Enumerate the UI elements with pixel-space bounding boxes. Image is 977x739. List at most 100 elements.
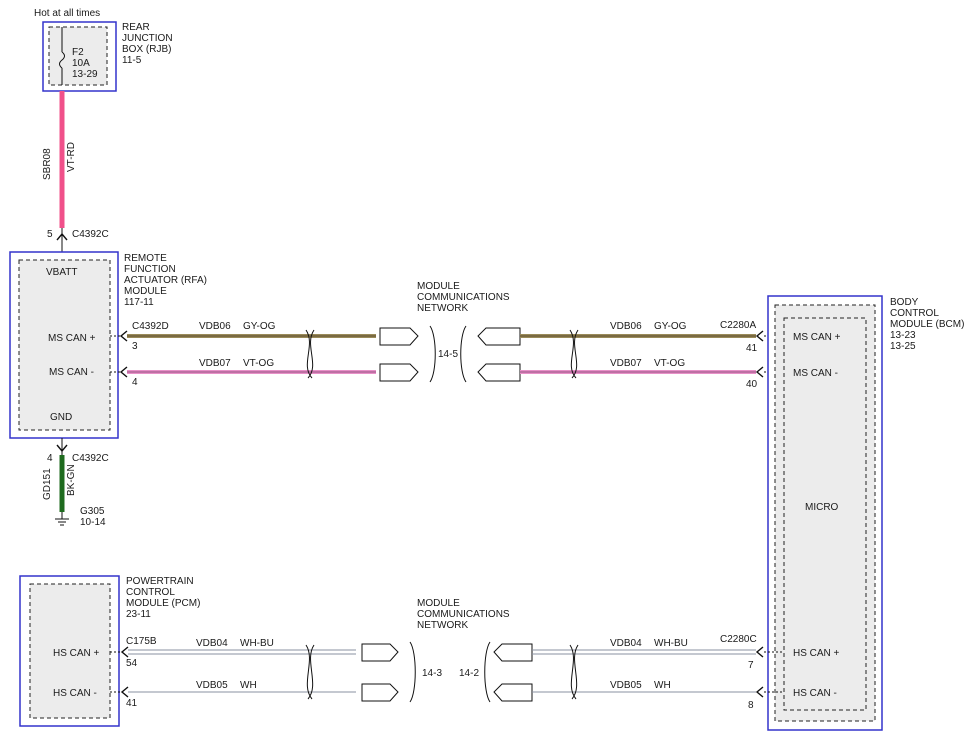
pcm-module[interactable]: [19, 575, 120, 727]
vdb07-left-circuit: VDB07: [199, 358, 231, 369]
rfa-pin-minus: 4: [132, 377, 138, 388]
vdb05-left-circuit: VDB05: [196, 680, 228, 691]
rjb-name-line3: BOX (RJB): [122, 44, 171, 55]
bcm-pin41-arrow: [755, 330, 764, 342]
bcm-ms-can-minus: MS CAN -: [793, 368, 838, 379]
c175b-connector: C175B: [126, 636, 157, 647]
gd151-circuit: GD151: [42, 468, 53, 500]
vdb07-left-color: VT-OG: [243, 358, 274, 369]
rfa-ms-can-minus: MS CAN -: [49, 367, 94, 378]
bcm-pin40-arrow: [755, 366, 764, 378]
vdb05-right-color: WH: [654, 680, 671, 691]
fuse-name: F2: [72, 47, 84, 58]
vdb07-right-circuit: VDB07: [610, 358, 642, 369]
rjb-ref: 11-5: [122, 55, 142, 66]
fuse-f2: [59, 27, 65, 85]
sbr08-circuit: SBR08: [42, 148, 53, 180]
c2280c-pin-minus: 8: [748, 700, 754, 711]
rfa-name-line4: MODULE: [124, 286, 167, 297]
network-brace-bottom-left: [409, 641, 416, 703]
twist-left-top: [305, 329, 313, 379]
vdb06-left-color: GY-OG: [243, 321, 276, 332]
bcm-module[interactable]: [767, 295, 883, 731]
inline-connector-vdb06-left: [379, 327, 419, 346]
pcm-name-line1: POWERTRAIN: [126, 576, 194, 587]
rfa-pin3-arrow: [119, 330, 128, 342]
c4392c-gnd-connector: C4392C: [72, 453, 109, 464]
c175b-pin-minus: 41: [126, 698, 138, 709]
inline-connector-vdb05-left: [361, 683, 399, 702]
twist-right-bottom: [569, 644, 577, 700]
network-ref-bottom-right: 14-2: [459, 668, 479, 679]
pcm-hs-can-plus: HS CAN +: [53, 648, 100, 659]
vdb04-right-color: WH-BU: [654, 638, 688, 649]
rfa-name-line3: ACTUATOR (RFA): [124, 275, 207, 286]
ground-symbol-icon: [55, 518, 69, 526]
inline-connector-vdb05-right: [493, 683, 533, 702]
rfa-ms-can-plus: MS CAN +: [48, 333, 96, 344]
bcm-ms-can-plus: MS CAN +: [793, 332, 841, 343]
vdb05-left-color: WH: [240, 680, 257, 691]
inline-connector-vdb06-right: [477, 327, 521, 346]
pcm-hs-can-minus: HS CAN -: [53, 688, 97, 699]
network-ref-bottom-left: 14-3: [422, 668, 442, 679]
twist-left-bottom: [305, 644, 313, 700]
bcm-name-line2: CONTROL: [890, 308, 939, 319]
vdb07-right-color: VT-OG: [654, 358, 685, 369]
network-brace-left: [429, 325, 436, 383]
vdb06-left-circuit: VDB06: [199, 321, 231, 332]
pcm-pin54-arrow: [120, 646, 129, 658]
fuse-ref: 13-29: [72, 69, 98, 80]
c2280c-pin-plus: 7: [748, 660, 754, 671]
pcm-name-line3: MODULE (PCM): [126, 598, 200, 609]
bcm-ref2: 13-25: [890, 341, 916, 352]
network-brace-bottom-right: [484, 641, 491, 703]
rfa-pin-plus: 3: [132, 341, 138, 352]
c4392c-gnd-arrow: [56, 444, 68, 453]
rfa-ref: 117-11: [124, 297, 154, 308]
pcm-name-line2: CONTROL: [126, 587, 175, 598]
vdb04-left-color: WH-BU: [240, 638, 274, 649]
bcm-name-line1: BODY: [890, 297, 919, 308]
network-brace-right: [460, 325, 467, 383]
rfa-name-line2: FUNCTION: [124, 264, 176, 275]
sbr08-color: VT-RD: [66, 142, 77, 172]
rfa-module[interactable]: [9, 251, 119, 439]
bcm-name-line3: MODULE (BCM): [890, 319, 964, 330]
fuse-rating: 10A: [72, 58, 90, 69]
rfa-vbatt: VBATT: [46, 267, 77, 278]
c2280a-pin-minus: 40: [746, 379, 758, 390]
network-top-line2: COMMUNICATIONS: [417, 292, 510, 303]
vdb06-right-circuit: VDB06: [610, 321, 642, 332]
network-bottom-line1: MODULE: [417, 598, 460, 609]
c2280a-connector: C2280A: [720, 320, 756, 331]
rjb-box[interactable]: [42, 21, 117, 92]
rfa-connector: C4392D: [132, 321, 169, 332]
inline-connector-vdb04-left: [361, 643, 399, 662]
rjb-name-line2: JUNCTION: [122, 33, 173, 44]
vdb04-left-circuit: VDB04: [196, 638, 228, 649]
network-ref-top: 14-5: [438, 349, 458, 360]
g305-ground: G305: [80, 506, 105, 517]
rjb-name-line1: REAR: [122, 22, 150, 33]
inline-connector-vdb07-right: [477, 363, 521, 382]
rfa-pin4-arrow: [119, 366, 128, 378]
inline-connector-vdb04-right: [493, 643, 533, 662]
network-bottom-line3: NETWORK: [417, 620, 468, 631]
bcm-micro: MICRO: [805, 502, 839, 513]
bcm-hs-can-minus: HS CAN -: [793, 688, 837, 699]
c4392c-top-pin: 5: [47, 229, 53, 240]
gd151-color: BK-GN: [66, 464, 77, 496]
bcm-hs-can-plus: HS CAN +: [793, 648, 840, 659]
pcm-ref: 23-11: [126, 609, 151, 620]
c4392c-top-connector: C4392C: [72, 229, 109, 240]
c4392c-gnd-pin: 4: [47, 453, 53, 464]
vdb05-right-circuit: VDB05: [610, 680, 642, 691]
c175b-pin-plus: 54: [126, 658, 138, 669]
bcm-ref1: 13-23: [890, 330, 916, 341]
twist-right-top: [569, 329, 577, 379]
network-top-line1: MODULE: [417, 281, 460, 292]
rfa-name-line1: REMOTE: [124, 253, 167, 264]
g305-ref: 10-14: [80, 517, 106, 528]
rfa-gnd: GND: [50, 412, 72, 423]
